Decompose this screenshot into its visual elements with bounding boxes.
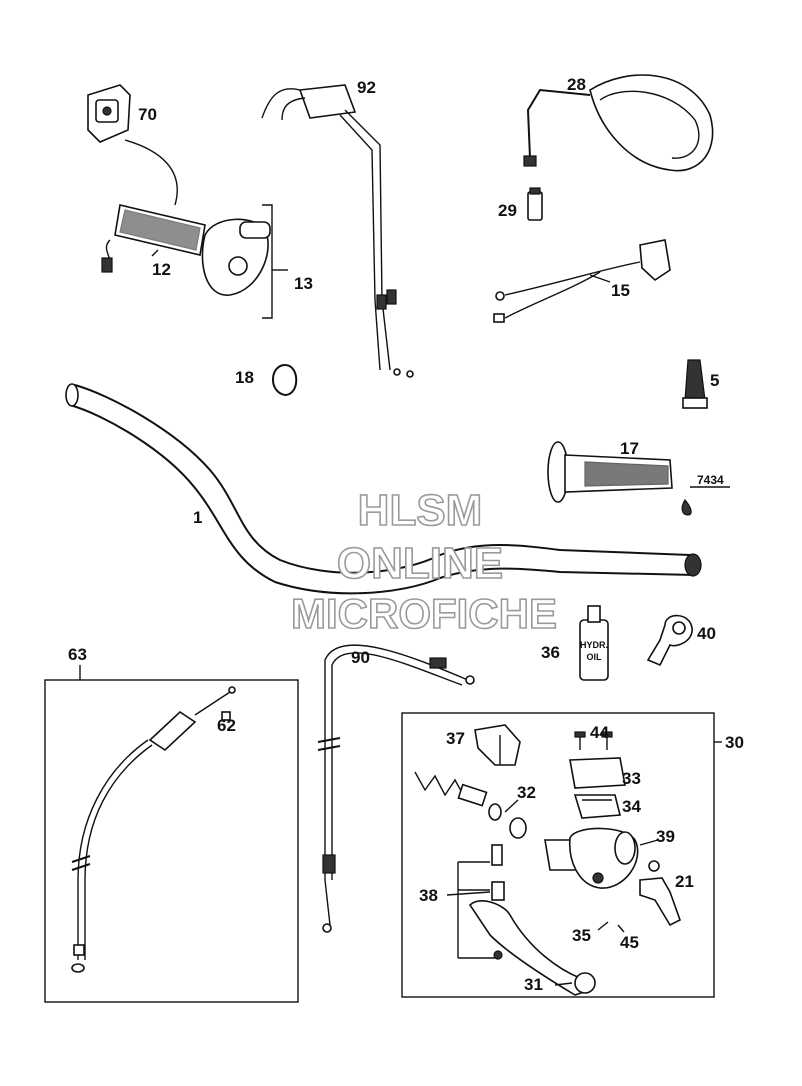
callout-5: 5 bbox=[710, 371, 719, 390]
callout-21: 21 bbox=[675, 872, 694, 891]
callout-labels: 70 92 28 29 12 13 15 18 5 17 7434 1 63 9… bbox=[68, 75, 744, 994]
piston-spring-part-32 bbox=[414, 771, 527, 839]
watermark-line3: MICROFICHE bbox=[291, 590, 557, 637]
callout-29: 29 bbox=[498, 201, 517, 220]
mirror-part-28 bbox=[523, 74, 714, 172]
hydraulic-oil-bottle-part-36: HYDR. OIL bbox=[579, 605, 609, 681]
callout-34: 34 bbox=[622, 797, 641, 816]
clutch-master-box-part-30 bbox=[401, 712, 722, 998]
callout-70: 70 bbox=[138, 105, 157, 124]
callout-35: 35 bbox=[572, 926, 591, 945]
clamp-part-40 bbox=[646, 614, 693, 667]
loctite-drop-7434 bbox=[681, 486, 730, 516]
clutch-cable-box-part-63 bbox=[44, 665, 299, 1003]
throttle-cable-part-92 bbox=[261, 84, 414, 378]
master-cylinder-part-39 bbox=[544, 827, 639, 889]
throttle-housing-part-70 bbox=[87, 84, 178, 206]
leader-lines bbox=[151, 249, 659, 986]
callout-37: 37 bbox=[446, 729, 465, 748]
callout-92: 92 bbox=[357, 78, 376, 97]
bottle-label-line1: HYDR. bbox=[580, 640, 608, 650]
callout-44: 44 bbox=[590, 723, 609, 742]
callout-12: 12 bbox=[152, 260, 171, 279]
screw-part-44 bbox=[574, 731, 613, 750]
callout-15: 15 bbox=[611, 281, 630, 300]
callout-36: 36 bbox=[541, 643, 560, 662]
screw-part-35-45 bbox=[597, 921, 625, 933]
callout-1: 1 bbox=[193, 508, 202, 527]
callout-38: 38 bbox=[419, 886, 438, 905]
throttle-body-part-13 bbox=[201, 204, 288, 319]
callout-45: 45 bbox=[620, 933, 639, 952]
watermark: HLSM ONLINE MICROFICHE bbox=[290, 485, 558, 638]
callout-7434: 7434 bbox=[697, 473, 724, 487]
callout-62: 62 bbox=[217, 716, 236, 735]
callout-32: 32 bbox=[517, 783, 536, 802]
callout-39: 39 bbox=[656, 827, 675, 846]
watermark-line2: ONLINE bbox=[337, 539, 503, 588]
handlebar bbox=[65, 383, 702, 595]
clutch-cable-part-63 bbox=[71, 686, 236, 973]
callout-28: 28 bbox=[567, 75, 586, 94]
callout-17: 17 bbox=[620, 439, 639, 458]
bottle-label-line2: OIL bbox=[587, 652, 603, 662]
switch-part-15 bbox=[493, 239, 671, 323]
circlip-part-18 bbox=[272, 364, 298, 397]
cover-part-33 bbox=[569, 757, 626, 789]
watermark-line1: HLSM bbox=[358, 486, 483, 535]
throttle-grip-part-12 bbox=[101, 204, 206, 273]
callout-31: 31 bbox=[524, 975, 543, 994]
diaphragm-part-34 bbox=[573, 794, 622, 819]
bar-end-cap-part-5 bbox=[682, 359, 708, 409]
lever-pin-part-38 bbox=[457, 844, 505, 959]
callout-13: 13 bbox=[294, 274, 313, 293]
callout-63: 63 bbox=[68, 645, 87, 664]
cable-part-90 bbox=[317, 644, 475, 933]
callout-33: 33 bbox=[622, 769, 641, 788]
adjuster-nut-part-62 bbox=[221, 711, 231, 721]
grip-part-17 bbox=[547, 441, 673, 503]
callout-90: 90 bbox=[351, 648, 370, 667]
callout-18: 18 bbox=[235, 368, 254, 387]
callout-40: 40 bbox=[697, 624, 716, 643]
mirror-adapter-part-29 bbox=[527, 187, 543, 221]
reservoir-cap-part-37 bbox=[474, 724, 521, 766]
clutch-lever-part-31 bbox=[468, 900, 596, 996]
callout-30: 30 bbox=[725, 733, 744, 752]
adjuster-part-21 bbox=[639, 860, 681, 927]
